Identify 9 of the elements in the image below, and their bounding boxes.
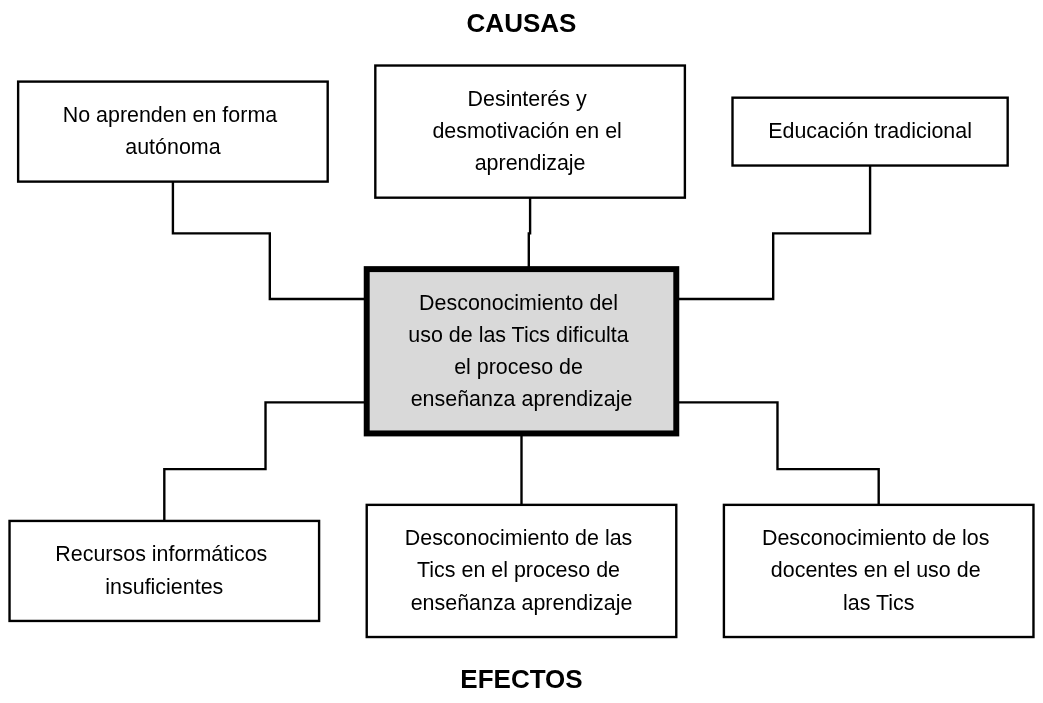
node-box: Desconocimiento del uso de las Tics dificulta el proceso de enseñanza aprendizaje <box>363 266 680 437</box>
section-heading: EFECTOS <box>460 664 583 695</box>
node-box: Desconocimiento de las Tics en el proceso de enseñanza aprendizaje <box>365 503 678 639</box>
node-box: Desinterés y desmotivación en el aprendizaje <box>374 64 687 200</box>
node-box: Educación tradicional <box>731 96 1009 167</box>
node-box: Recursos informáticos insuficientes <box>8 519 321 623</box>
node-box: Desconocimiento de los docentes en el uso de las Tics <box>722 503 1035 639</box>
node-box: No aprenden en forma autónoma <box>16 80 329 183</box>
section-heading: CAUSAS <box>466 8 577 39</box>
